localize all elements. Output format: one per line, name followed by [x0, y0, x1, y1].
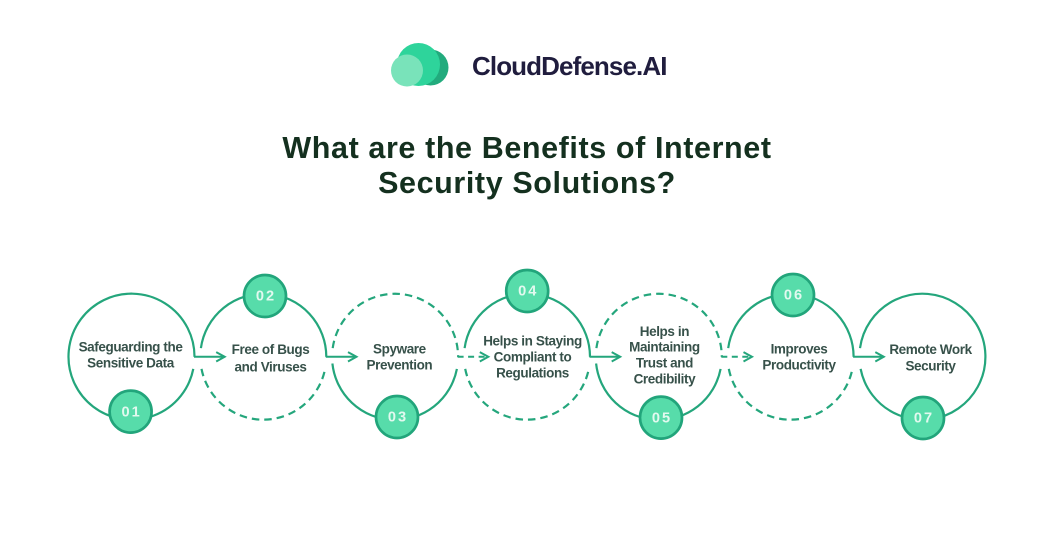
- svg-text:03: 03: [388, 410, 408, 426]
- svg-text:Remote Work: Remote Work: [889, 342, 972, 357]
- svg-text:Productivity: Productivity: [762, 358, 836, 373]
- svg-text:Prevention: Prevention: [367, 357, 433, 372]
- svg-text:Credibility: Credibility: [634, 371, 697, 386]
- svg-text:CloudDefense.AI: CloudDefense.AI: [472, 51, 667, 81]
- svg-text:02: 02: [256, 289, 276, 305]
- svg-text:Trust and: Trust and: [636, 355, 693, 370]
- svg-text:01: 01: [121, 404, 141, 420]
- svg-text:and Viruses: and Viruses: [235, 359, 307, 374]
- svg-text:Security: Security: [905, 358, 956, 373]
- svg-text:Free of Bugs: Free of Bugs: [232, 342, 310, 357]
- svg-text:Improves: Improves: [771, 341, 828, 356]
- svg-text:05: 05: [652, 410, 672, 426]
- svg-text:07: 07: [914, 411, 934, 427]
- svg-text:Sensitive Data: Sensitive Data: [87, 356, 175, 371]
- svg-text:Security Solutions?: Security Solutions?: [378, 166, 676, 200]
- svg-text:Maintaining: Maintaining: [629, 339, 700, 354]
- svg-text:What are the Benefits of Inter: What are the Benefits of Internet: [282, 131, 771, 165]
- svg-text:04: 04: [518, 284, 538, 300]
- svg-text:Compliant to: Compliant to: [494, 349, 572, 364]
- svg-text:06: 06: [784, 288, 804, 304]
- svg-text:Helps in: Helps in: [640, 324, 689, 339]
- svg-text:Spyware: Spyware: [373, 341, 427, 356]
- svg-text:Helps in Staying: Helps in Staying: [483, 334, 582, 349]
- svg-text:Regulations: Regulations: [496, 365, 569, 380]
- svg-text:Safeguarding the: Safeguarding the: [79, 340, 184, 355]
